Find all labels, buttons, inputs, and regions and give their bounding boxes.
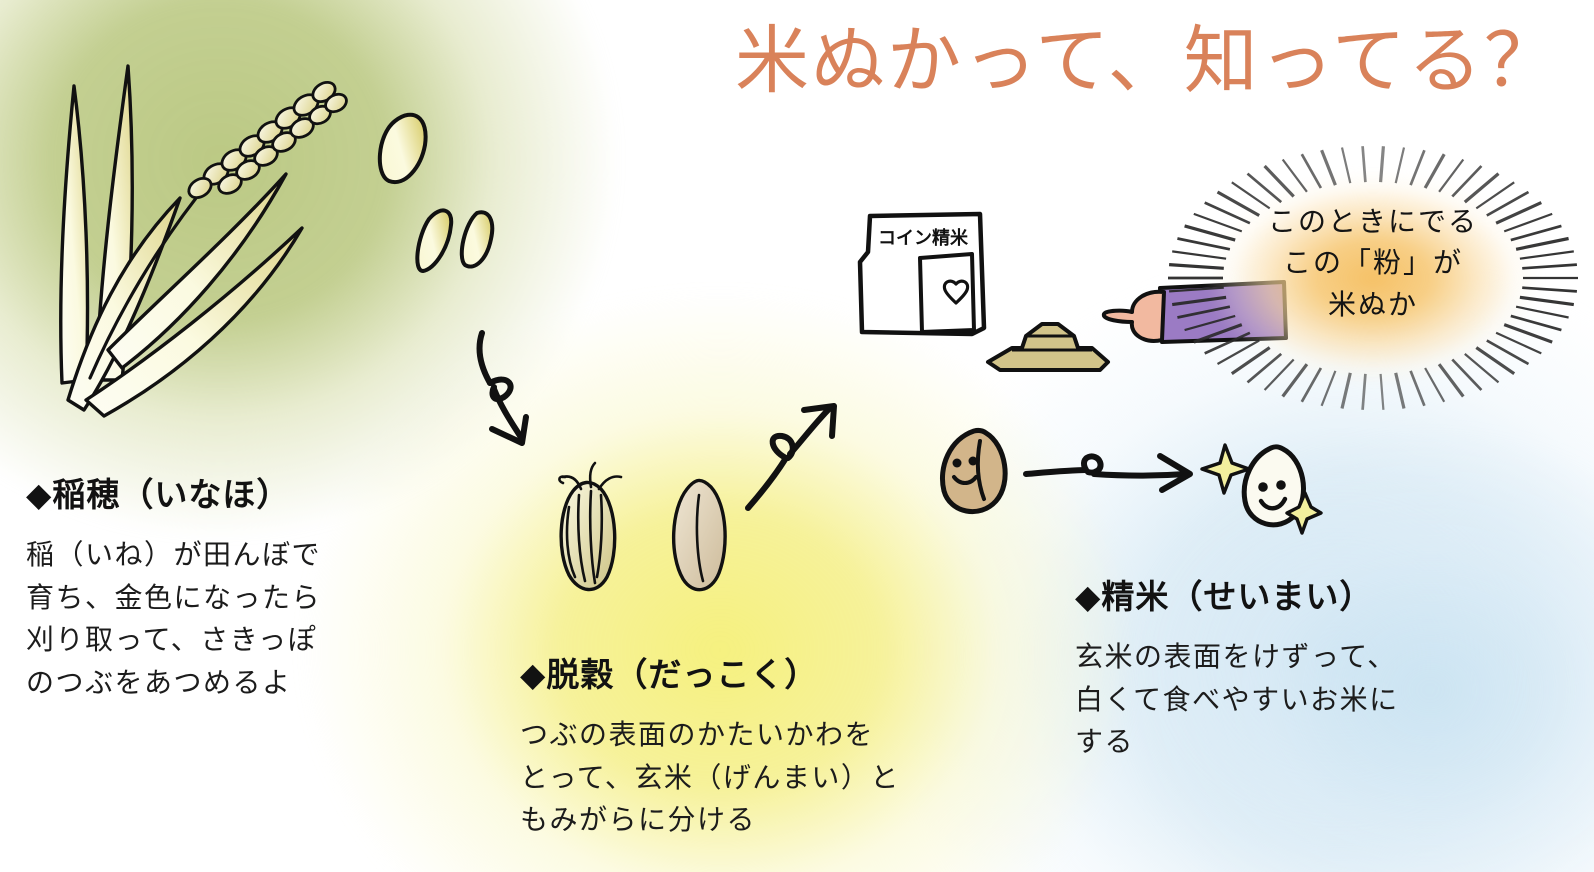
- loose-rice-grains-illustration: [377, 112, 495, 273]
- hand-drawn-down-arrow-icon: [476, 330, 529, 446]
- section-inaho-heading: ◆稲穂（いなほ）: [26, 476, 291, 513]
- callout-glow: [1205, 169, 1541, 387]
- callout-burst: このときにでる この「粉」が 米ぬか: [1163, 143, 1583, 413]
- brown-rice-grain-illustration: [672, 478, 727, 592]
- section-dakkoku: ◆脱穀（だっこく） つぶの表面のかたいかわを とって、玄米（げんまい）と もみが…: [520, 648, 990, 842]
- section-seimai-heading: ◆精米（せいまい）: [1075, 578, 1374, 615]
- coin-rice-polishing-shop-illustration: コイン精米: [857, 211, 987, 337]
- section-dakkoku-body: つぶの表面のかたいかわを とって、玄米（げんまい）と もみがらに分ける: [520, 719, 900, 836]
- brown-rice-character-illustration: [940, 427, 1008, 514]
- section-inaho-body: 稲（いね）が田んぼで 育ち、金色になったら 刈り取って、さきっぽ のつぶをあつめ…: [26, 539, 322, 698]
- callout-text: このときにでる この「粉」が 米ぬか: [1267, 206, 1478, 320]
- section-dakkoku-heading: ◆脱穀（だっこく）: [520, 656, 819, 693]
- white-rice-character-illustration: [1200, 443, 1323, 535]
- hand-drawn-right-arrow-icon: [1023, 453, 1193, 493]
- sparkle-icon: [1200, 443, 1251, 495]
- shop-sign-label: コイン精米: [878, 227, 969, 248]
- section-seimai: ◆精米（せいまい） 玄米の表面をけずって、 白くて食べやすいお米に する: [1075, 570, 1495, 764]
- sparkle-icon: [1285, 491, 1323, 535]
- page-title: 米ぬかって、知ってる？: [735, 19, 1560, 102]
- burst-rays: [1168, 146, 1578, 410]
- section-seimai-body: 玄米の表面をけずって、 白くて食べやすいお米に する: [1075, 641, 1399, 758]
- rice-bran-pile-illustration: [986, 322, 1110, 372]
- rice-husk-grain-illustration: [558, 461, 623, 592]
- rice-plant-illustration: [59, 64, 348, 418]
- grain-pair-illustration: [558, 461, 727, 592]
- hand-drawn-up-arrow-icon: [745, 403, 837, 511]
- section-inaho: ◆稲穂（いなほ） 稲（いね）が田んぼで 育ち、金色になったら 刈り取って、さきっ…: [26, 468, 426, 704]
